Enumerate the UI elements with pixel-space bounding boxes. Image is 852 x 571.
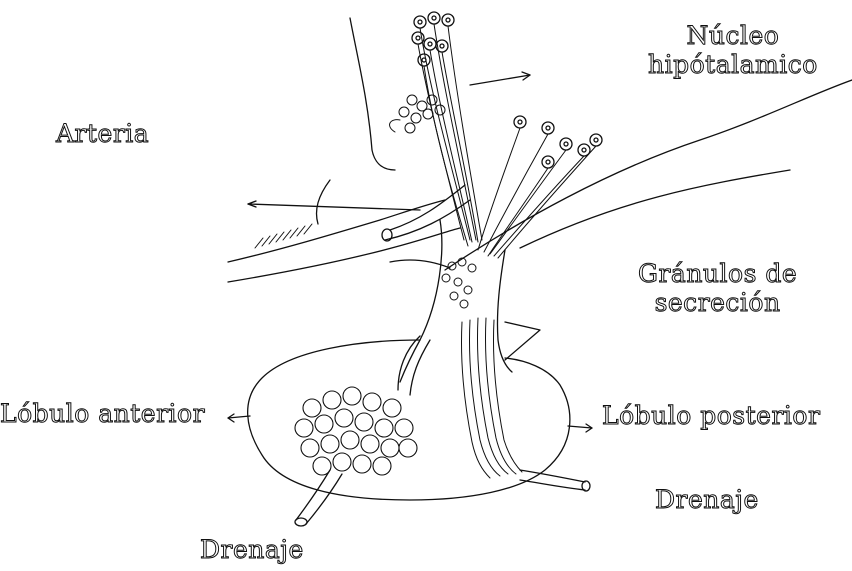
drain-vein-anterior-end bbox=[295, 518, 307, 526]
label-drenaje-right: Drenaje bbox=[655, 486, 759, 515]
anterior-lobe-sinusoids bbox=[295, 387, 417, 475]
granulos-pointer bbox=[505, 322, 540, 360]
posterior-lobe-terminals bbox=[461, 318, 522, 478]
portal-artery-lower bbox=[385, 200, 470, 240]
hypothalamic-neurons bbox=[412, 12, 602, 168]
label-lobulo-posterior: Lóbulo posterior bbox=[602, 402, 820, 431]
portal-vessel-2 bbox=[398, 336, 420, 390]
nucleus-pointer bbox=[470, 75, 530, 85]
drain-vein-anterior bbox=[296, 470, 330, 520]
brain-floor-curve bbox=[445, 80, 852, 270]
label-granulos-de-secrecion: Gránulos de secreción bbox=[638, 260, 797, 318]
artery-vessel-lower bbox=[228, 228, 460, 282]
arteria-branch bbox=[317, 180, 331, 224]
label-arteria: Arteria bbox=[56, 120, 149, 149]
artery-hatching bbox=[255, 224, 312, 248]
label-nucleo-line1: Núcleo bbox=[648, 22, 818, 51]
primary-capillary-plexus bbox=[390, 95, 445, 133]
label-granulos-line2: secreción bbox=[638, 289, 797, 318]
label-nucleo-hipotalamico: Núcleo hipótalamico bbox=[648, 22, 818, 80]
portal-artery bbox=[390, 185, 465, 230]
label-drenaje-bottom: Drenaje bbox=[200, 536, 304, 565]
label-lobulo-anterior: Lóbulo anterior bbox=[0, 400, 205, 429]
portal-vessel bbox=[410, 340, 430, 395]
drain-vein-posterior-2 bbox=[520, 480, 585, 490]
stalk-right-wall bbox=[497, 250, 512, 372]
label-granulos-line1: Gránulos de bbox=[638, 260, 797, 289]
arteria-pointer bbox=[248, 204, 420, 210]
hypothalamus-outline bbox=[350, 18, 395, 170]
axon-bundle bbox=[418, 24, 596, 258]
drain-vein-posterior-end bbox=[582, 481, 590, 491]
stalk-capillaries bbox=[442, 258, 476, 308]
label-nucleo-line2: hipótalamico bbox=[648, 51, 818, 80]
